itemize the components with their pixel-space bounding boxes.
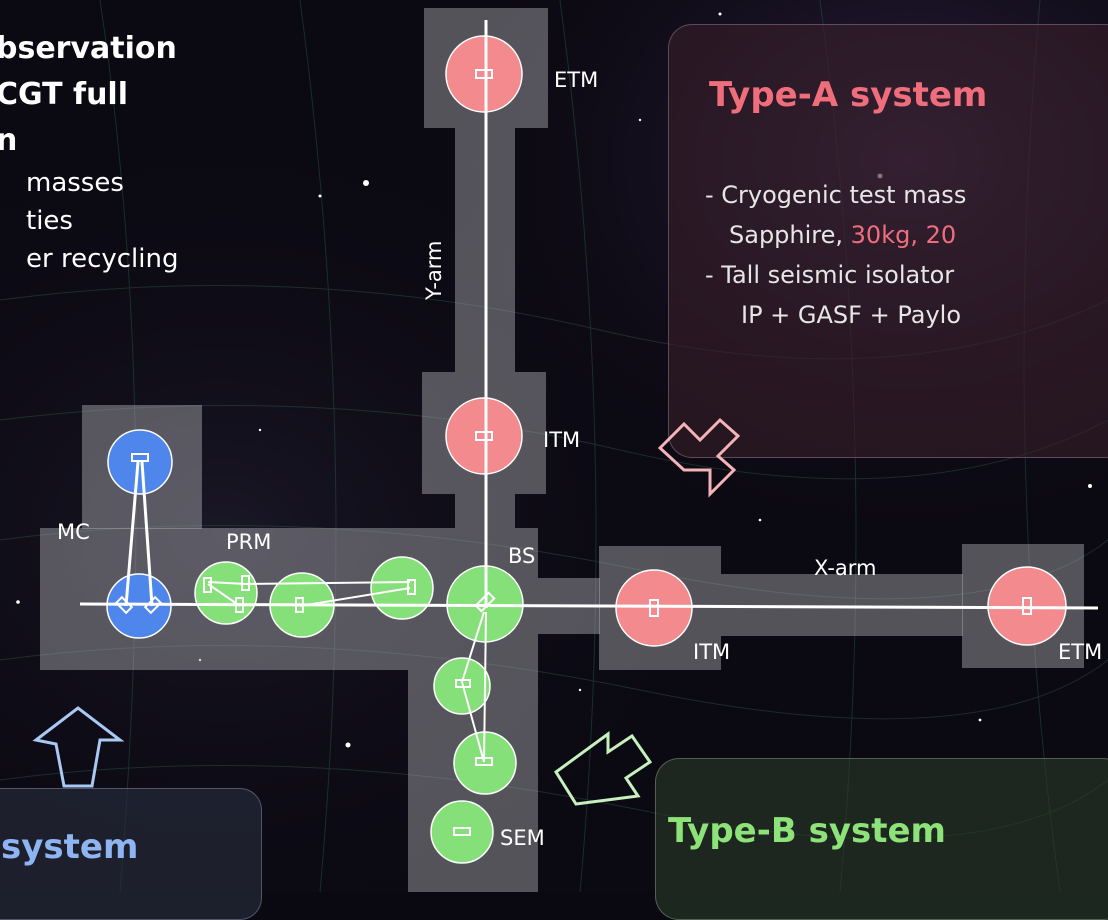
type-a-line-2-prefix: Sapphire, — [729, 221, 851, 249]
type-c-title: system — [1, 827, 139, 867]
sem-mass-3 — [430, 800, 494, 864]
label-x-arm: X-arm — [814, 556, 877, 580]
sem-beam-3 — [483, 611, 487, 763]
prm-mass-3 — [370, 556, 434, 620]
mirror-prm-1c — [235, 597, 244, 613]
type-a-title: Type-A system — [709, 75, 988, 115]
mirror-mc-br — [143, 595, 163, 615]
mirror-prm-2 — [295, 597, 304, 613]
mirror-sem-3 — [453, 827, 471, 836]
type-a-masses — [445, 35, 1067, 647]
mirror-itm-y — [475, 431, 493, 441]
mirror-bs — [474, 591, 496, 613]
label-itm-x: ITM — [693, 640, 731, 664]
etm-y-mass — [445, 35, 523, 113]
label-bs: BS — [508, 544, 536, 568]
label-mc: MC — [57, 520, 90, 544]
label-etm-y: ETM — [554, 68, 599, 92]
x-arm-beam — [79, 602, 1099, 610]
arrow-to-type-a — [657, 417, 741, 498]
sem-beam-2 — [461, 681, 485, 763]
mc-mass-bottom — [106, 573, 172, 639]
label-prm: PRM — [226, 530, 272, 554]
type-a-line-1: - Cryogenic test mass — [705, 181, 967, 209]
itm-y-mass — [445, 397, 523, 475]
mirror-mc-bl — [114, 595, 134, 615]
label-sem: SEM — [500, 826, 545, 850]
left-description: bservation CGT full n masses ties er rec… — [0, 26, 178, 278]
type-a-line-3: - Tall seismic isolator — [705, 261, 955, 289]
mc-beam-2 — [140, 461, 154, 607]
left-line-4: masses — [26, 168, 124, 198]
left-line-6: er recycling — [26, 244, 179, 274]
pointer-arrows — [32, 417, 741, 806]
type-a-box: Type-A system - Cryogenic test mass Sapp… — [668, 24, 1108, 458]
mirror-etm-x — [1022, 597, 1032, 615]
mirror-markers — [114, 69, 1032, 836]
arrow-to-type-c — [32, 706, 125, 788]
mirror-prm-3 — [407, 579, 416, 595]
left-line-3: n — [0, 123, 18, 158]
prm-beam-4 — [299, 587, 411, 607]
mirror-prm-1b — [241, 575, 250, 591]
x-arm-tube — [721, 574, 963, 636]
etm-x-mass — [987, 566, 1067, 646]
label-itm-y: ITM — [543, 428, 581, 452]
interferometer-diagram — [32, 8, 1099, 892]
mirror-sem-1 — [455, 679, 471, 688]
left-line-2: CGT full — [0, 77, 128, 112]
prm-beam-1 — [207, 581, 247, 585]
type-b-title: Type-B system — [668, 811, 946, 851]
type-a-line-2: Sapphire, 30kg, 20 — [729, 221, 956, 249]
left-line-1: bservation — [0, 31, 177, 66]
arrow-to-type-b — [553, 731, 653, 806]
left-line-5: ties — [26, 206, 73, 236]
mirror-mc-top — [131, 453, 149, 462]
type-a-line-2-highlight: 30kg, 20 — [850, 221, 957, 249]
sem-beam-1 — [461, 611, 485, 683]
prm-beam-2 — [207, 583, 241, 607]
mc-beam-1 — [124, 461, 140, 607]
label-y-arm: Y-arm — [422, 240, 446, 300]
type-b-masses — [194, 556, 524, 864]
prm-beam-3 — [245, 581, 411, 585]
type-a-line-4: IP + GASF + Paylo — [741, 301, 961, 329]
mirror-prm-1a — [203, 577, 212, 593]
mirror-sem-2 — [475, 757, 493, 766]
itm-x-mass — [615, 569, 693, 647]
beam-paths — [79, 20, 1099, 763]
label-etm-x: ETM — [1058, 640, 1103, 664]
mirror-itm-x — [649, 599, 659, 617]
mirror-etm-y — [475, 69, 493, 79]
